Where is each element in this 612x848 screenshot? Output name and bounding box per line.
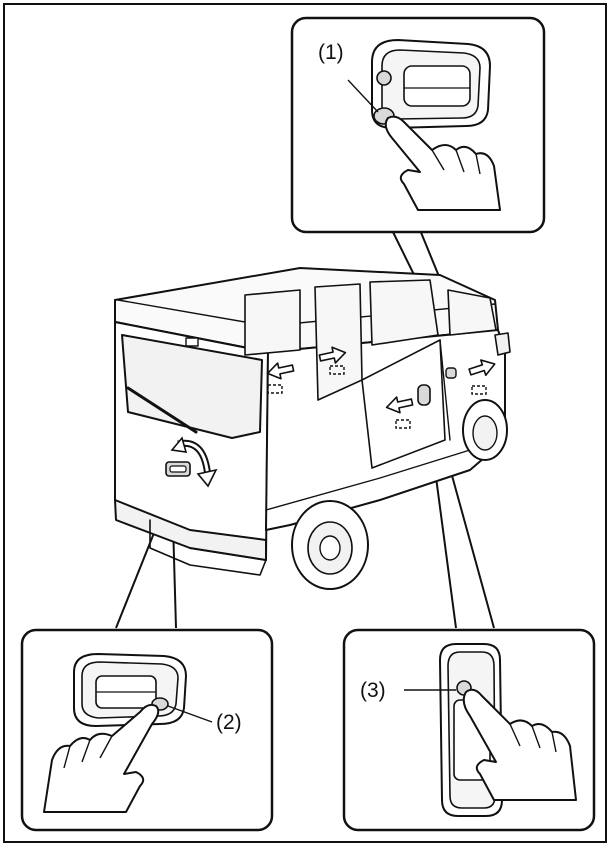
callout-label-2: (2) xyxy=(216,711,242,734)
van-illustration xyxy=(114,267,511,590)
callout-label-3: (3) xyxy=(360,679,386,702)
callout-label-1: (1) xyxy=(318,41,344,64)
callout-panel-2 xyxy=(20,628,274,832)
callout-panel-1 xyxy=(290,16,546,234)
door-motion-arrows xyxy=(170,343,498,488)
callout-panel-3 xyxy=(342,628,596,832)
